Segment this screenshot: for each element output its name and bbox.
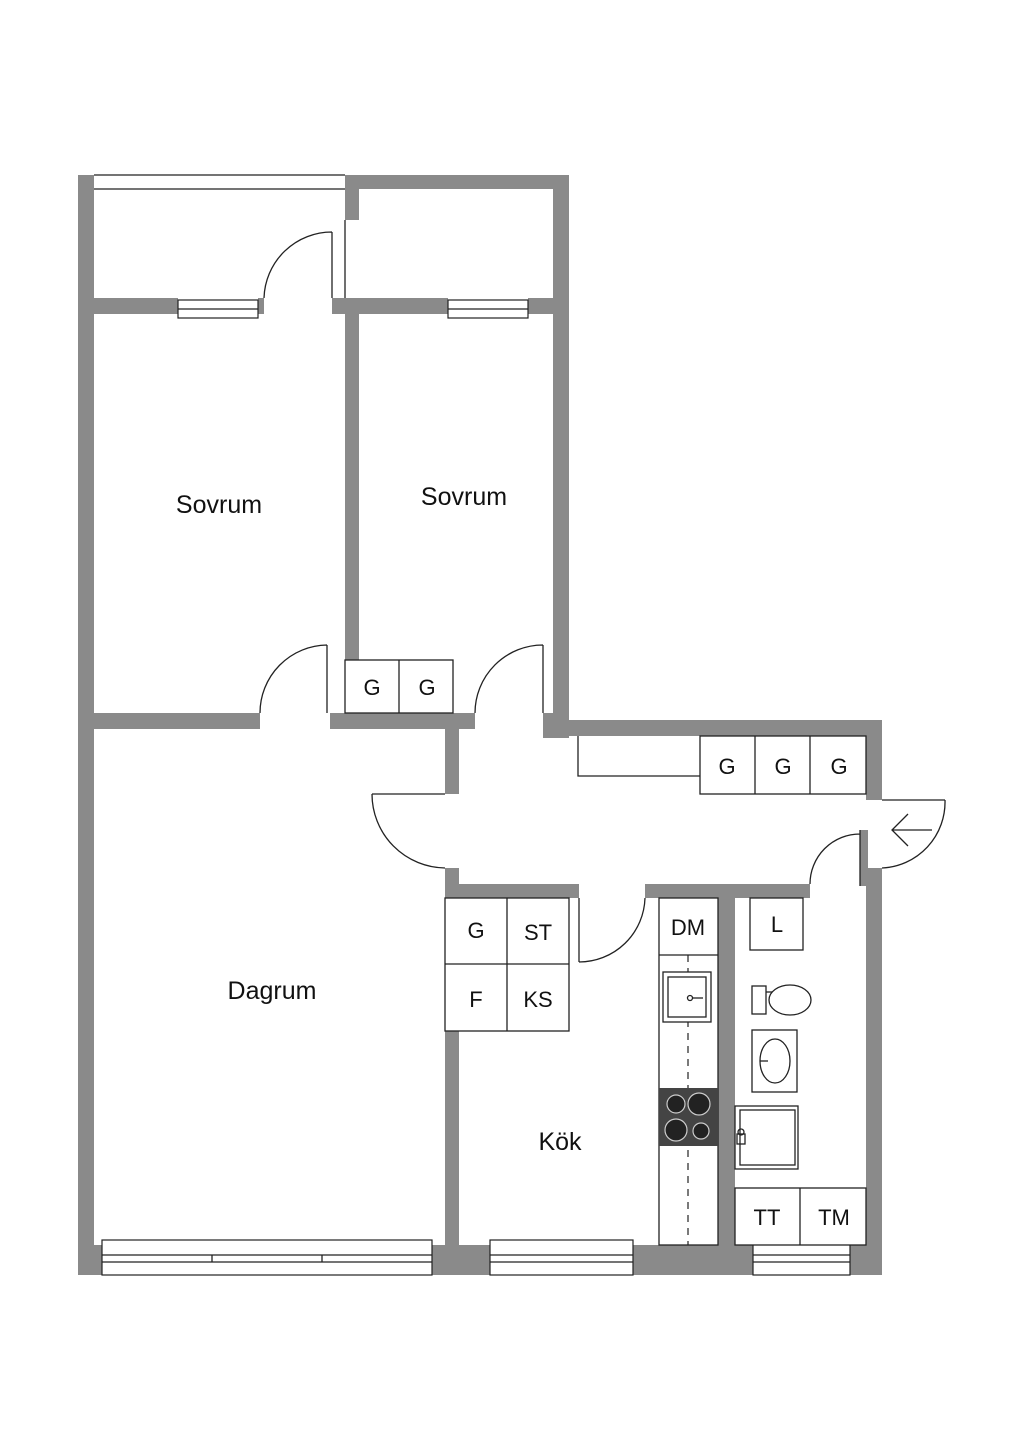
window-dagrum	[101, 1239, 433, 1276]
windows	[101, 299, 851, 1276]
window-kitchen	[489, 1239, 634, 1276]
wall-balcony-mid2	[332, 298, 448, 314]
wall-right-upper	[553, 175, 569, 720]
door-dagrum	[371, 793, 446, 869]
bathroom-fixtures: L TT TM	[734, 897, 867, 1246]
cabinet-g5: G	[830, 754, 847, 779]
wall-dagrum-upper	[445, 729, 459, 794]
appliance-dishwasher: DM	[671, 915, 705, 940]
kitchen-cabinets: G ST F KS	[444, 897, 570, 1032]
room-labels: Sovrum Sovrum Dagrum Kök	[176, 483, 582, 1156]
door-kitchen	[578, 897, 646, 963]
wall-hall-top-left	[330, 713, 475, 729]
cabinet-kitchen-g: G	[467, 918, 484, 943]
cabinet-kitchen-f: F	[469, 987, 482, 1012]
appliance-tm: TM	[818, 1205, 850, 1230]
entrance-arrow-icon	[891, 813, 932, 847]
door-sovrum-right	[474, 644, 544, 714]
wall-kitchen-bath	[718, 884, 735, 1275]
room-label-sovrum-right: Sovrum	[421, 483, 507, 511]
wall-sovrum-dagrum	[78, 713, 260, 729]
kitchen-counter: DM	[658, 897, 719, 1246]
wall-right-exterior-lower	[866, 868, 882, 1275]
cabinet-g4: G	[774, 754, 791, 779]
shower-icon	[734, 1105, 799, 1170]
bedroom-wardrobes: G G	[344, 659, 454, 714]
room-label-sovrum-left: Sovrum	[176, 491, 262, 519]
door-bathroom	[809, 830, 861, 886]
hall-wardrobe: G G G	[577, 735, 867, 795]
doors	[259, 231, 946, 963]
wall-hall-kitchen-left	[445, 884, 579, 898]
window-bathroom	[752, 1239, 851, 1276]
cabinet-bath-l: L	[771, 912, 783, 937]
cabinet-kitchen-ks: KS	[523, 987, 552, 1012]
wall-balcony-right	[528, 298, 569, 314]
wall-top-stub	[345, 175, 359, 220]
walls	[78, 175, 882, 1275]
washbasin-icon	[751, 1029, 798, 1093]
wall-right-exterior-upper	[866, 720, 882, 800]
wall-balcony-left	[78, 298, 178, 314]
cabinet-g2: G	[418, 675, 435, 700]
room-label-kok: Kök	[538, 1128, 582, 1156]
door-entrance	[881, 799, 946, 869]
door-balcony	[263, 231, 333, 299]
wall-hall-stub-right	[860, 830, 868, 886]
door-sovrum-left	[259, 644, 328, 714]
appliance-tt: TT	[754, 1205, 781, 1230]
room-label-dagrum: Dagrum	[228, 977, 317, 1005]
balcony	[94, 174, 346, 298]
wall-balcony-mid1	[258, 298, 264, 314]
wall-top-right	[345, 175, 569, 189]
wall-hall-top-right	[553, 720, 882, 736]
cabinet-kitchen-st: ST	[524, 920, 552, 945]
cabinet-g1: G	[363, 675, 380, 700]
kitchen-sink-icon	[662, 971, 712, 1023]
toilet-icon	[751, 984, 812, 1016]
cabinet-g3: G	[718, 754, 735, 779]
wall-sovrum-divider	[345, 298, 359, 660]
